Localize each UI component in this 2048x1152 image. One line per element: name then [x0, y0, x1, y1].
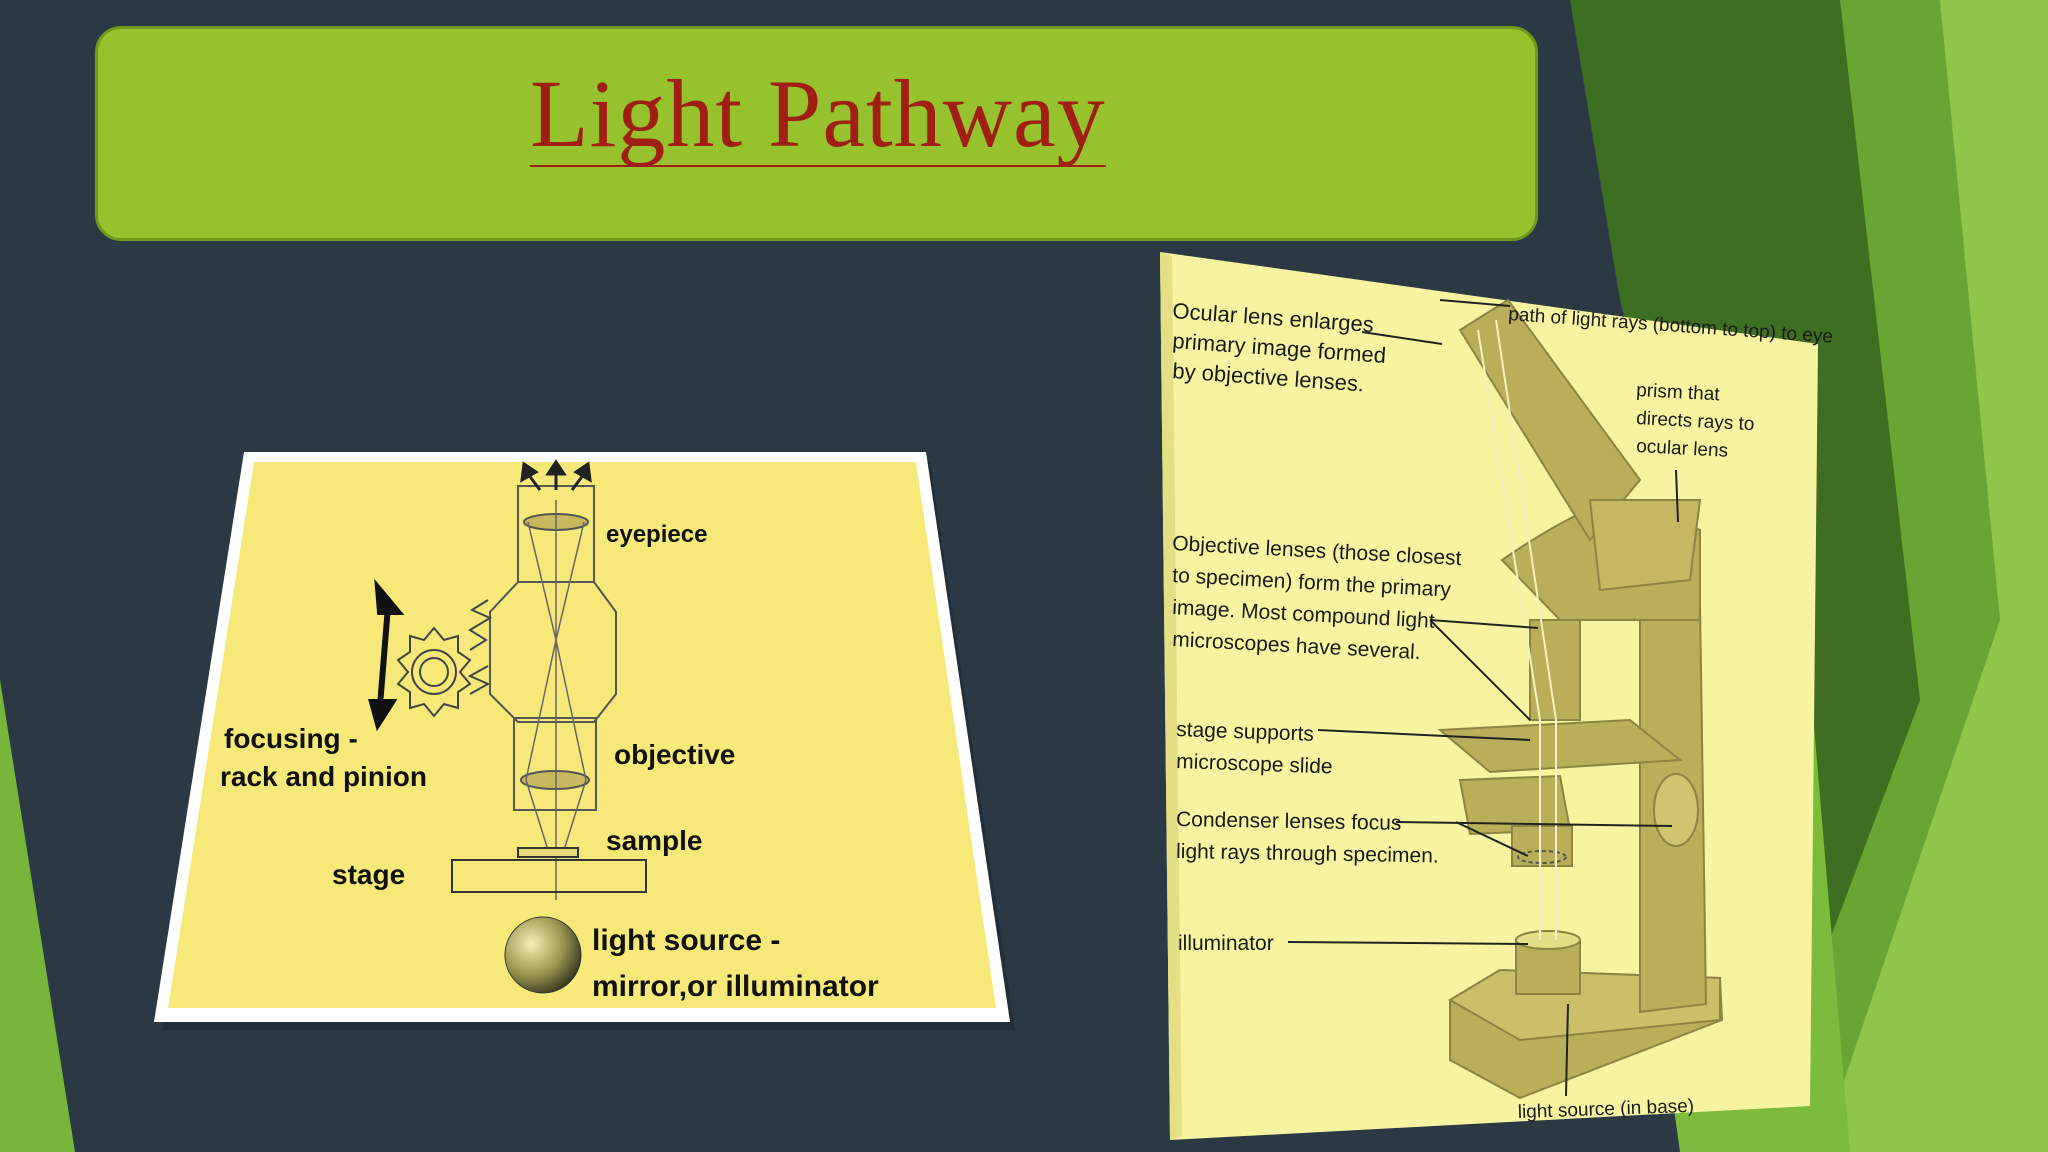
objective-lens: [520, 770, 590, 790]
rack-and-pinion-gear-icon: [396, 599, 493, 718]
exit-rays-icon: [520, 459, 592, 491]
light-rays: [525, 500, 587, 900]
bg-green-facet-light: [1820, 0, 2048, 1152]
label-focusing-line2: rack and pinion: [220, 761, 427, 792]
label-focusing-line1: focusing -: [224, 723, 358, 754]
stage-plate: [451, 859, 647, 893]
sample-slide: [517, 847, 579, 858]
label-light-source-line1: light source -: [592, 924, 780, 957]
label-prism-line3: ocular lens: [1636, 436, 1729, 462]
label-illuminator: illuminator: [1178, 932, 1274, 955]
body-tube: [489, 581, 617, 723]
slide-title: Light Pathway: [530, 60, 1106, 167]
title-banner: [95, 26, 1538, 241]
objective-box: [513, 717, 597, 811]
label-objective: objective: [614, 739, 735, 770]
right-microscope-diagram: Ocular lens enlarges primary image forme…: [1160, 252, 1834, 1140]
label-stage-line1: stage supports: [1176, 718, 1314, 746]
left-panel-fill: [168, 462, 996, 1008]
label-condenser-line1: Condenser lenses focus: [1176, 808, 1402, 835]
label-sample: sample: [606, 825, 703, 856]
label-light-source-line2: mirror,or illuminator: [592, 970, 879, 1003]
light-source-bulb: [504, 916, 582, 994]
label-stage-line2: microscope slide: [1176, 750, 1333, 778]
left-microscope-diagram: eyepiece focusing - rack and pinion obje…: [154, 452, 1015, 1030]
label-eyepiece: eyepiece: [606, 521, 707, 548]
right-light-path: [1477, 319, 1557, 940]
leader-lines: [1287, 299, 1679, 1097]
label-stage: stage: [332, 859, 405, 890]
focus-arrow-icon: [368, 578, 405, 732]
microscope-silhouette: [1437, 298, 1724, 1100]
bg-green-facet-left: [0, 680, 75, 1152]
label-condenser-line2: light rays through specimen.: [1176, 840, 1439, 868]
label-prism-line1: prism that: [1636, 380, 1721, 405]
right-panel-edge: [1160, 252, 1182, 1140]
